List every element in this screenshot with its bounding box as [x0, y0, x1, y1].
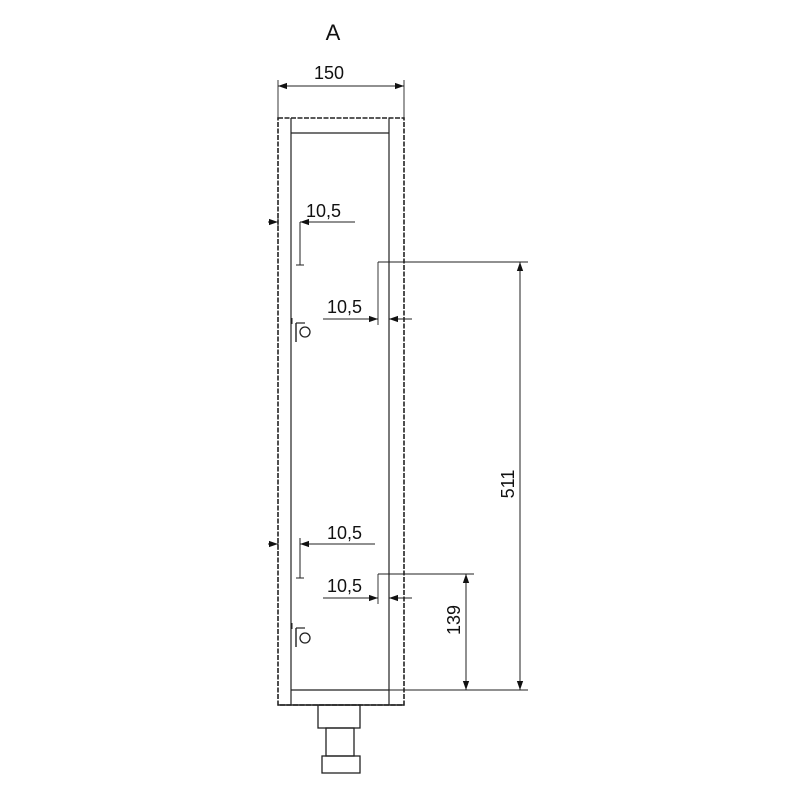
hole-offset-bottom-left-dimension: 10,5: [268, 523, 375, 550]
height-upper-dimension: 511: [378, 261, 528, 691]
hinge-upper: [291, 222, 311, 342]
height-upper-label: 511: [498, 470, 518, 499]
view-label: A: [326, 20, 341, 45]
hole-offset-bottom-right-dimension: 10,5: [323, 574, 412, 604]
width-label: 150: [314, 63, 344, 83]
hole-offset-bottom-right-label: 10,5: [327, 576, 362, 596]
height-lower-label: 139: [444, 605, 464, 635]
hole-offset-top-left-label: 10,5: [306, 201, 341, 221]
hole-offset-top-right-dimension: 10,5: [323, 262, 412, 325]
adjustable-leg: [317, 704, 361, 774]
hole-offset-top-left-dimension: 10,5: [268, 201, 355, 228]
width-dimension: 150: [277, 63, 405, 118]
hole-offset-top-right-label: 10,5: [327, 297, 362, 317]
hinge-lower: [291, 538, 311, 647]
hole-offset-bottom-left-label: 10,5: [327, 523, 362, 543]
height-lower-dimension: 139: [378, 573, 474, 690]
